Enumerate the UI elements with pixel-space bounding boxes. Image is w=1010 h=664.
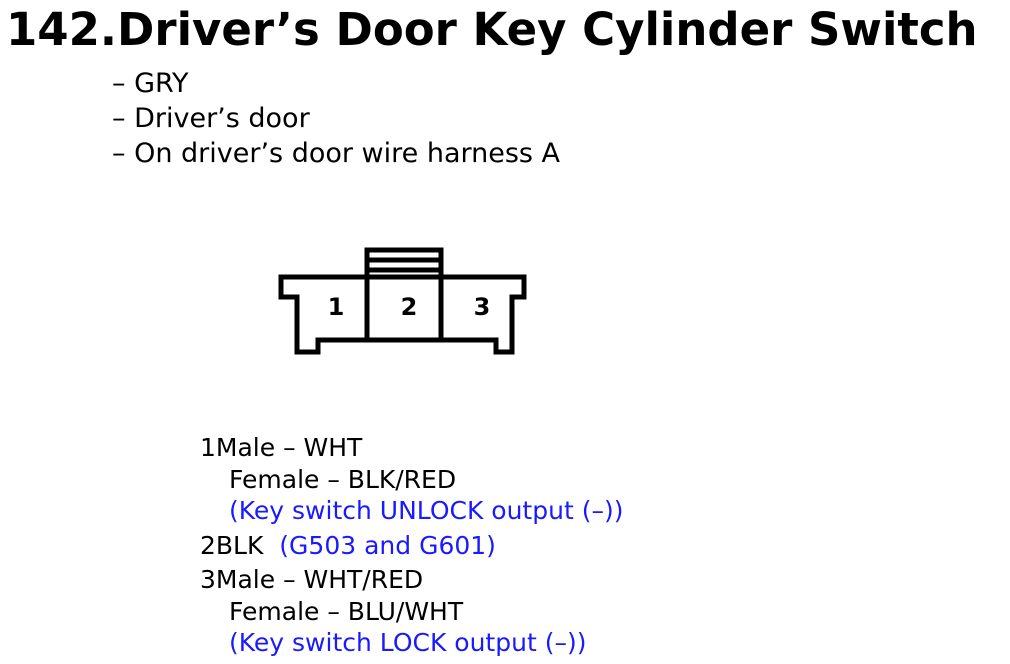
pin-number: 1 [200,433,216,462]
connector-diagram: 1 2 3 [278,247,527,355]
pin-label-3: 3 [474,293,491,321]
pin-2: 2BLK (G503 and G601) [200,530,623,562]
pin-number: 2 [200,530,216,560]
pin-1-male-wire: Male – WHT [215,433,363,462]
pin-1-male: 1Male – WHT [200,432,623,464]
pin-3-female: Female – BLU/WHT [229,596,464,626]
connector-location: – Driver’s door [112,103,310,134]
connector-color: – GRY [112,68,189,99]
pin-1-note: (Key switch UNLOCK output (–)) [229,496,624,525]
page-title: 142.Driver’s Door Key Cylinder Switch [6,3,978,56]
pin-list: 1Male – WHT Female – BLK/RED (Key switch… [200,432,623,659]
connector-harness: – On driver’s door wire harness A [112,138,561,169]
pin-3-male-wire: Male – WHT/RED [215,565,424,594]
pin-2-note: (G503 and G601) [279,530,496,560]
connector-outline [278,274,527,355]
connector-info-list: – GRY – Driver’s door – On driver’s door… [112,66,560,171]
pin-label-1: 1 [328,293,345,321]
pin-label-2: 2 [401,293,418,321]
pin-number: 3 [200,565,216,594]
pin-1-female: Female – BLK/RED [229,464,457,494]
connector-tab [364,247,444,277]
pin-3-male: 3Male – WHT/RED [200,564,623,596]
pin-2-wire: BLK [215,530,264,560]
pin-3-note: (Key switch LOCK output (–)) [229,628,587,657]
